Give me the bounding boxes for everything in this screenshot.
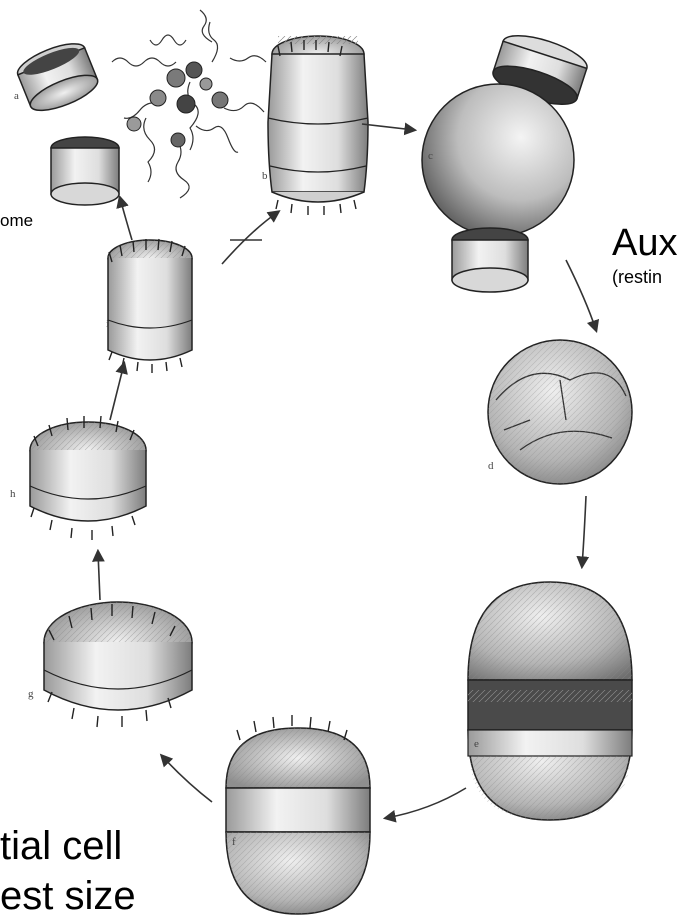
arrow-i-to-b (222, 212, 278, 264)
stage-d-auxospore-plates (488, 340, 632, 484)
label-auxospore: Aux (612, 224, 677, 262)
stage-a-open-valves (13, 37, 119, 205)
stage-e-initial-cell-forming (468, 582, 632, 820)
stage-letter-g: g (28, 688, 34, 700)
stage-f-new-cell (226, 728, 370, 914)
arrow-d-to-e (582, 496, 586, 566)
stage-letter-a: a (14, 90, 19, 102)
label-gametes: ome (0, 212, 33, 229)
stage-letter-f: f (232, 836, 236, 848)
stage-h-cylinder-cell (30, 422, 146, 521)
arrow-c-to-d (566, 260, 596, 330)
stage-letter-h: h (10, 488, 16, 500)
stage-i-small-cell (108, 240, 192, 360)
stage-b-elongating-cell (268, 36, 368, 202)
stage-letter-i: i (106, 318, 109, 330)
arrow-g-to-h (98, 552, 100, 600)
gamete-bodies (127, 62, 228, 147)
arrow-h-to-i (110, 364, 124, 420)
stage-letter-e: e (474, 738, 479, 750)
arrow-e-to-f (386, 788, 466, 818)
label-largest-size: est size (0, 876, 136, 916)
label-auxospore-note: (restin (612, 268, 662, 286)
label-initial-cell: tial cell (0, 826, 122, 866)
stage-g-disc-cell (44, 602, 192, 710)
arrow-f-to-g (162, 756, 212, 802)
arrow-b-to-c (362, 124, 414, 130)
stage-letter-b: b (262, 170, 268, 182)
stage-c-auxospore-sphere (422, 28, 591, 292)
stage-letter-d: d (488, 460, 494, 472)
arrow-i-to-a (120, 198, 132, 240)
stage-letter-c: c (428, 150, 433, 162)
